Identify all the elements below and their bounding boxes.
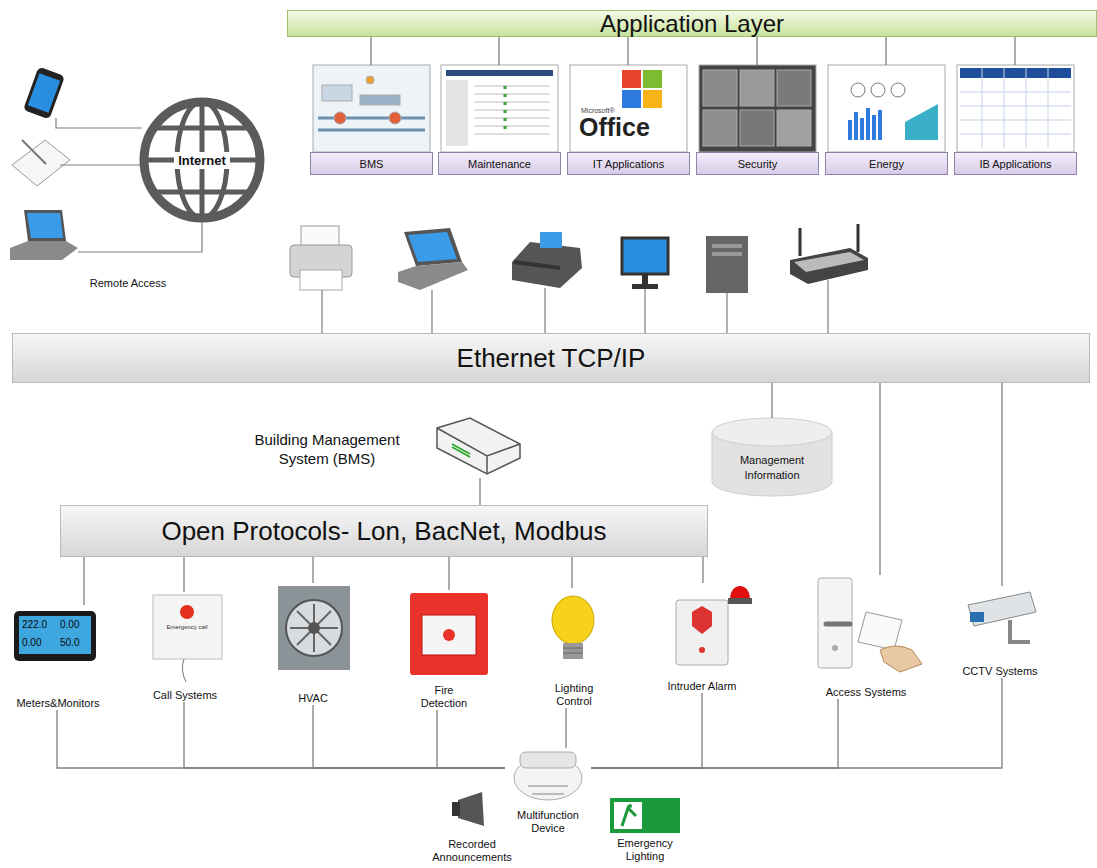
caption-text: Remote Access xyxy=(90,277,166,289)
internet-globe: Internet xyxy=(140,98,264,222)
field-devices xyxy=(14,578,1036,833)
node-label: Application Layer xyxy=(600,10,784,38)
globe xyxy=(144,102,260,218)
application-tile: IB Applications xyxy=(954,65,1077,175)
application-tile: Maintenance xyxy=(438,65,561,175)
database-cylinder: Management Information xyxy=(712,418,832,498)
application-tile: Security xyxy=(696,65,819,175)
logo-text: Office xyxy=(579,114,650,142)
connector-line xyxy=(448,557,449,590)
application-screens xyxy=(313,65,1074,152)
connector-line xyxy=(370,37,371,65)
device: Multifunction Device xyxy=(505,748,591,835)
node-label: BMS xyxy=(310,152,433,175)
connector-line xyxy=(885,37,886,65)
node-label: Fire Detection xyxy=(411,684,477,710)
node-label: Emergency Lighting xyxy=(610,837,680,863)
device: Intruder Alarm xyxy=(650,583,754,693)
device: CCTV Systems xyxy=(950,586,1050,678)
connector-line xyxy=(1001,383,1002,586)
connector-line xyxy=(702,557,703,583)
meter-reading: 0.00 xyxy=(60,619,79,630)
database-shape xyxy=(712,418,832,496)
connector-line xyxy=(184,702,505,768)
connector-line xyxy=(879,383,880,575)
node-label: Access Systems xyxy=(826,686,907,699)
meter-reading: 0.00 xyxy=(22,637,41,648)
button-text: Emergency call xyxy=(166,624,207,631)
network-devices xyxy=(290,224,868,333)
connector-line xyxy=(313,705,505,768)
bms-controller: Building Management System (BMS) xyxy=(238,420,528,478)
node-label: Building Management System (BMS) xyxy=(238,430,416,469)
device: Access Systems xyxy=(800,575,932,699)
connector-line xyxy=(591,678,1002,768)
node-label: IT Applications xyxy=(567,152,690,175)
node-label: Lighting Control xyxy=(541,682,607,708)
node-label: Maintenance xyxy=(438,152,561,175)
device: Fire Detection xyxy=(398,590,490,710)
connector-line xyxy=(57,710,505,768)
network-bus: Ethernet TCP/IP xyxy=(12,333,1090,383)
meter-reading: 50.0 xyxy=(60,637,79,648)
node-label: Security xyxy=(696,152,819,175)
connector-line xyxy=(1014,37,1015,65)
node-label: Call Systems xyxy=(153,689,217,702)
node-label: Open Protocols- Lon, BacNet, Modbus xyxy=(161,516,606,547)
node-label: Internet xyxy=(174,152,230,169)
connector-line xyxy=(571,557,572,588)
node-label: CCTV Systems xyxy=(962,665,1037,678)
connector-line xyxy=(591,699,838,768)
device: Emergency Lighting xyxy=(600,795,690,863)
node-label: Recorded Announcements xyxy=(428,838,516,864)
bms-device xyxy=(437,418,520,474)
meter-reading: 222.0 xyxy=(22,619,47,630)
connector-line xyxy=(565,708,566,748)
protocol-bus: Open Protocols- Lon, BacNet, Modbus xyxy=(60,505,708,557)
application-tile: BMS xyxy=(310,65,433,175)
layer-band: Application Layer xyxy=(287,10,1097,37)
node-label: IB Applications xyxy=(954,152,1077,175)
connector-line xyxy=(83,557,84,605)
connector-line xyxy=(312,557,313,583)
device: HVAC xyxy=(268,583,358,705)
application-tile: Energy xyxy=(825,65,948,175)
connector-line xyxy=(479,478,480,505)
node-label: HVAC xyxy=(298,692,328,705)
connector-line xyxy=(498,37,499,65)
connector-line xyxy=(771,383,772,418)
node-label: Ethernet TCP/IP xyxy=(457,343,646,374)
connector-line xyxy=(591,693,702,768)
device: Recorded Announcements xyxy=(425,788,519,864)
device: Lighting Control xyxy=(528,588,620,708)
connector-line xyxy=(627,37,628,65)
node-label: Intruder Alarm xyxy=(667,680,736,693)
device: Call Systems xyxy=(140,592,230,702)
node-label: Multifunction Device xyxy=(511,809,585,835)
node-label: Energy xyxy=(825,152,948,175)
node-label: Meters&Monitors xyxy=(16,697,99,710)
node-label: Management Information xyxy=(726,453,818,482)
connector-line xyxy=(756,37,757,65)
connector-line xyxy=(437,710,505,768)
connector-line xyxy=(183,557,184,592)
